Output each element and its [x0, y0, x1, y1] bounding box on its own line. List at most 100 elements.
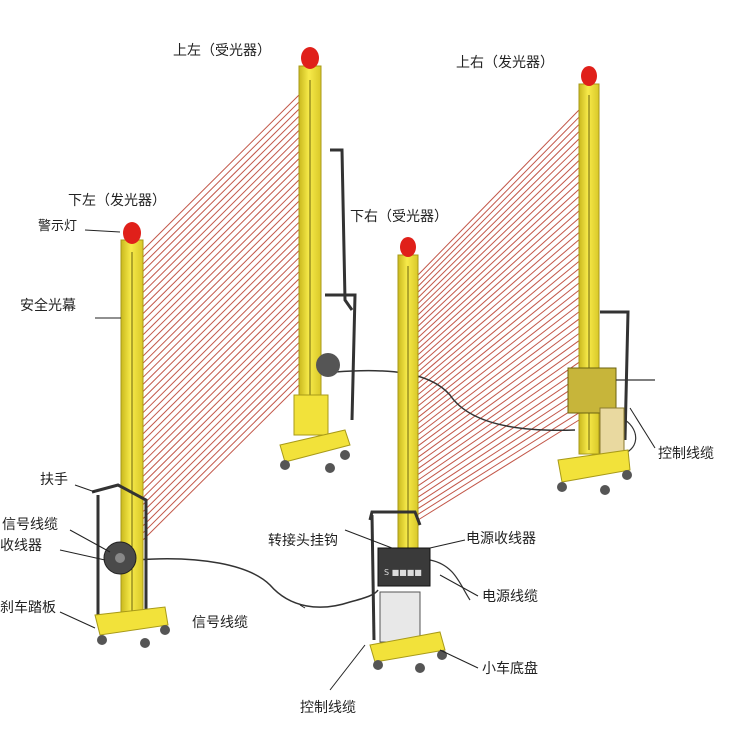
label-bottom-right-receiver: 下右（受光器） [350, 209, 448, 225]
beam-line [417, 145, 580, 304]
beam-line [142, 384, 300, 541]
warning-lamp-bottom-left [123, 222, 141, 244]
beam-line [142, 278, 300, 435]
beam-line [142, 328, 300, 484]
beam-line [142, 264, 300, 421]
beam-line [417, 361, 580, 475]
beam-line [417, 419, 580, 521]
beam-line [142, 363, 300, 520]
beam-line [417, 333, 580, 453]
beam-line [417, 347, 580, 464]
beam-line [142, 271, 300, 428]
label-safety-curtain: 安全光幕 [20, 298, 76, 314]
beam-line [417, 116, 580, 282]
svg-text:S ■■■■: S ■■■■ [384, 568, 422, 577]
beam-line [417, 275, 580, 407]
beam-line [142, 313, 300, 470]
label-bottom-left-emitter: 下左（发光器） [68, 193, 166, 209]
beam-line [142, 243, 300, 399]
beam-line [417, 325, 580, 447]
bottom-right-receiver-unit: S ■■■■ [368, 237, 447, 673]
bottom-left-emitter-unit [91, 222, 170, 648]
beam-line [142, 306, 300, 463]
beam-line [417, 397, 580, 504]
beam-line [142, 115, 300, 272]
beam-line [417, 224, 580, 367]
beam-line [417, 138, 580, 299]
beam-line [142, 342, 300, 498]
beam-line [417, 232, 580, 373]
beam-line [417, 174, 580, 327]
beam-line [142, 186, 300, 343]
top-right-emitter-unit [557, 66, 655, 495]
beam-line [142, 299, 300, 456]
beam-line [142, 320, 300, 477]
beam-line [417, 318, 580, 441]
beam-line [417, 188, 580, 339]
label-power-reel: 电源收线器 [466, 531, 536, 547]
beam-line [142, 221, 300, 378]
label-control-cable-right: 控制线缆 [658, 446, 714, 462]
beam-line [142, 285, 300, 442]
beam-line [142, 257, 300, 414]
warning-lamp-top-right [581, 66, 597, 86]
beam-line [142, 151, 300, 307]
beam-line [417, 217, 580, 361]
beam-line [142, 250, 300, 406]
beam-line [417, 167, 580, 321]
beam-line [142, 137, 300, 293]
light-curtain-beams-right [417, 109, 580, 521]
beam-line [417, 181, 580, 333]
beam-line [417, 311, 580, 435]
label-brake-pedal: 刹车踏板 [0, 600, 56, 616]
label-handle: 扶手 [40, 472, 68, 488]
label-reel-fragment: 收线器 [0, 538, 42, 554]
light-curtain-beams-left [142, 94, 300, 541]
beam-line [417, 253, 580, 390]
label-warning-lamp: 警示灯 [38, 219, 78, 234]
beam-line [417, 340, 580, 458]
beam-line [142, 108, 300, 265]
label-top-right-emitter: 上右（发光器） [456, 55, 554, 71]
beam-line [142, 356, 300, 513]
power-cable-line [429, 559, 471, 601]
label-cart-chassis: 小车底盘 [482, 661, 538, 677]
beam-line [142, 349, 300, 505]
beam-line [142, 172, 300, 329]
beam-line [417, 383, 580, 492]
beam-line [417, 131, 580, 293]
beam-line [142, 207, 300, 364]
beam-line [142, 193, 300, 350]
label-power-cable: 电源线缆 [482, 589, 538, 605]
warning-lamp-bottom-right [400, 237, 416, 257]
label-signal-cable: 信号线缆 [192, 615, 248, 631]
beam-line [417, 405, 580, 510]
warning-lamp-top-left [301, 47, 319, 69]
beam-line [142, 377, 300, 534]
beam-line [417, 297, 580, 424]
beam-line [417, 160, 580, 316]
beam-line [142, 122, 300, 279]
beam-line [142, 370, 300, 527]
label-signal-cable-reel: 信号线缆 [2, 517, 58, 533]
beam-line [142, 179, 300, 336]
label-adapter-hook: 转接头挂钩 [268, 533, 338, 549]
beam-line [417, 268, 580, 401]
beam-line [142, 292, 300, 449]
signal-cable-line [134, 557, 379, 608]
beam-line [417, 354, 580, 470]
beam-line [142, 229, 300, 385]
beam-line [417, 109, 580, 276]
beam-line [142, 94, 300, 251]
beam-line [417, 376, 580, 487]
beam-line [417, 152, 580, 310]
beam-line [417, 289, 580, 418]
upper-signal-cable-line [334, 369, 576, 432]
beam-line [417, 196, 580, 344]
beam-line [142, 144, 300, 300]
beam-line [142, 101, 300, 258]
beam-line [417, 124, 580, 287]
beam-line [142, 165, 300, 322]
top-left-receiver-unit [279, 47, 357, 473]
